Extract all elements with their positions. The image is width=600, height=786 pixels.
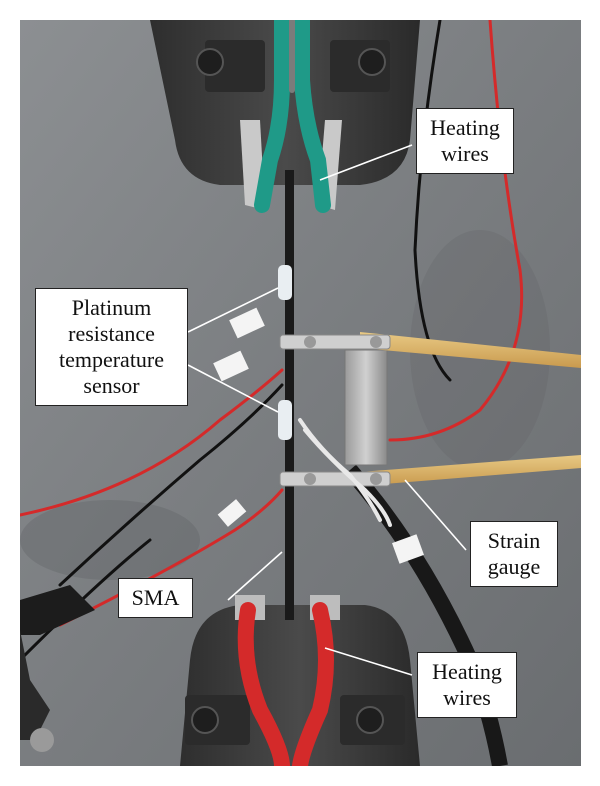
label-line: Platinum [71, 295, 152, 320]
label-line: temperature [58, 347, 165, 372]
label-line: gauge [487, 554, 541, 579]
leader-lines [187, 144, 467, 676]
label-platinum-sensor: Platinum resistance temperature sensor [35, 288, 188, 406]
label-line: SMA [131, 585, 180, 610]
temperature-sensors [278, 265, 292, 440]
label-heating-wires-top: Heating wires [416, 108, 514, 174]
label-line: Strain [487, 528, 541, 553]
extensometer-arms [360, 332, 581, 486]
clips [20, 585, 95, 752]
label-strain-gauge: Strain gauge [470, 521, 558, 587]
top-heating-wires [254, 20, 331, 213]
bottom-heating-wires [237, 602, 334, 766]
label-sma: SMA [118, 578, 193, 618]
label-heating-wires-bottom: Heating wires [417, 652, 517, 718]
paper-tags [213, 307, 424, 564]
sma-rod [285, 170, 294, 620]
label-line: Heating [430, 115, 500, 140]
label-line: wires [443, 685, 491, 710]
label-line: sensor [83, 373, 140, 398]
label-line: resistance [68, 321, 155, 346]
extensometer-block [344, 349, 388, 466]
strain-gauge-leads [298, 418, 392, 527]
clamps [279, 334, 391, 487]
label-line: wires [441, 141, 489, 166]
label-line: Heating [432, 659, 502, 684]
